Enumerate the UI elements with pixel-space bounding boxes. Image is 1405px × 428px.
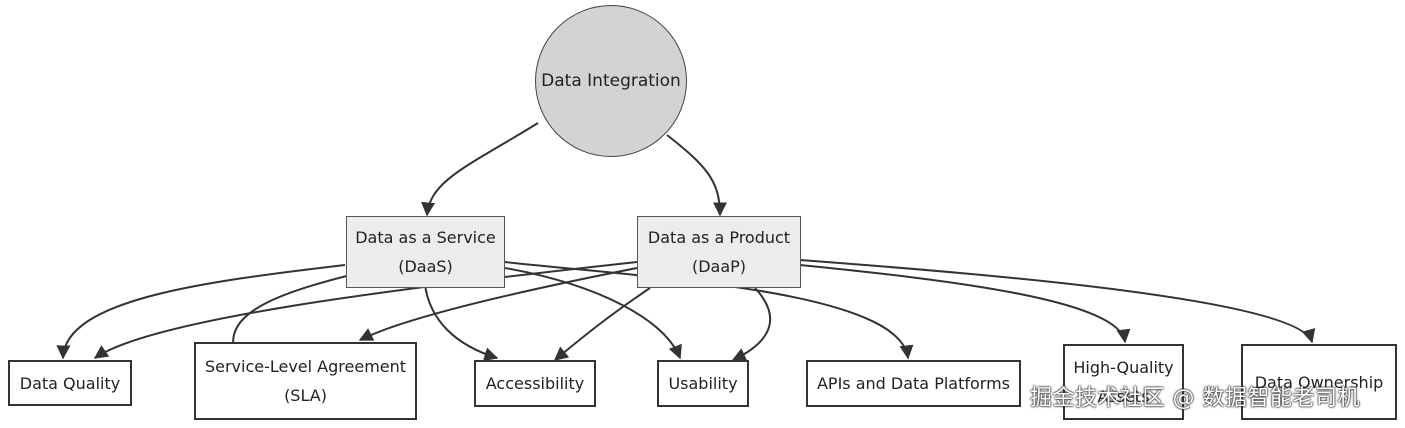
apis-label: APIs and Data Platforms bbox=[816, 374, 1011, 393]
edge-daap-highquality bbox=[799, 264, 1131, 344]
daas-node: Data as a Service (DaaS) bbox=[346, 216, 505, 288]
accessibility-node: Accessibility bbox=[474, 360, 596, 407]
edge-daas-sla bbox=[225, 269, 371, 360]
data-integration-label: Data Integration bbox=[541, 70, 681, 91]
edge-daas-quality bbox=[56, 264, 346, 360]
daas-label-line1: Data as a Service bbox=[355, 228, 496, 247]
daap-label-line1: Data as a Product bbox=[647, 228, 791, 247]
watermark-text: 掘金技术社区 @ 数据智能老司机 bbox=[1030, 386, 1360, 411]
edge-daas-usability bbox=[504, 267, 682, 360]
daap-label-line2: (DaaP) bbox=[691, 257, 747, 276]
edge-daap-ownership bbox=[799, 259, 1316, 344]
edge-daap-accessibility bbox=[553, 287, 651, 361]
edge-integration-daas bbox=[421, 122, 539, 217]
edge-daap-quality bbox=[93, 261, 638, 359]
high-quality-assets-node: High-Quality Assets bbox=[1063, 344, 1184, 420]
sla-node: Service-Level Agreement (SLA) bbox=[194, 342, 417, 420]
apis-node: APIs and Data Platforms bbox=[806, 360, 1021, 407]
data-integration-node: Data Integration bbox=[535, 5, 687, 157]
sla-label-line1: Service-Level Agreement bbox=[204, 357, 407, 376]
usability-node: Usability bbox=[657, 360, 749, 407]
accessibility-label: Accessibility bbox=[485, 374, 585, 393]
high-quality-label-line1: High-Quality bbox=[1073, 358, 1174, 377]
edge-integration-daap bbox=[666, 134, 727, 217]
data-ownership-label: Data Ownership bbox=[1254, 372, 1384, 392]
edge-daas-accessibility bbox=[424, 284, 499, 361]
high-quality-label-line2: Assets bbox=[1097, 387, 1150, 406]
data-ownership-node: Data Ownership bbox=[1241, 344, 1397, 420]
sla-label-line2: (SLA) bbox=[284, 386, 327, 405]
daap-node: Data as a Product (DaaP) bbox=[637, 216, 801, 288]
daas-label-line2: (DaaS) bbox=[398, 257, 453, 276]
edge-daap-usability bbox=[731, 287, 772, 361]
usability-label: Usability bbox=[668, 374, 738, 393]
data-quality-node: Data Quality bbox=[8, 360, 132, 406]
edge-daap-sla bbox=[358, 267, 638, 341]
data-quality-label: Data Quality bbox=[19, 373, 121, 393]
